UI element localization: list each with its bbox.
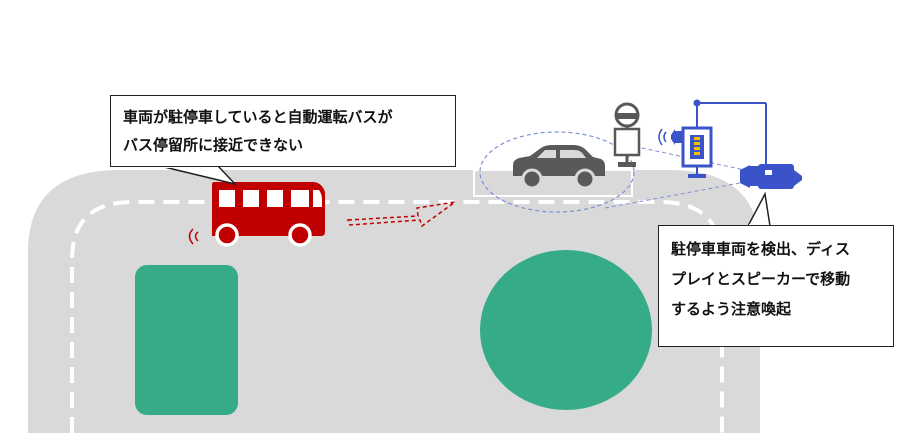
callout-right-line-2: プレイとスピーカーで移動 xyxy=(671,270,851,288)
callout-right-line-3: するよう注意喚起 xyxy=(671,300,792,318)
speaker-icon xyxy=(658,128,683,146)
callout-left: 車両が駐停車していると自動運転バスが バス停留所に接近できない xyxy=(110,95,456,167)
right-green-island xyxy=(480,250,652,410)
callout-right-line-1: 駐停車車両を検出、ディス xyxy=(671,240,850,258)
bus-stop-sign-icon xyxy=(613,102,641,167)
callout-left-line-1: 車両が駐停車していると自動運転バスが xyxy=(123,108,393,126)
car-icon xyxy=(513,145,605,190)
display-signal-icon xyxy=(681,126,713,178)
lane-dashed-line xyxy=(70,200,724,433)
callout-right: 駐停車車両を検出、ディス プレイとスピーカーで移動 するよう注意喚起 xyxy=(658,225,894,347)
left-green-island xyxy=(135,265,238,415)
callout-left-line-2: バス停留所に接近できない xyxy=(123,136,304,154)
bus-signal-wave-icon xyxy=(188,228,199,245)
camera-icon xyxy=(740,164,802,189)
equipment-joint xyxy=(693,99,701,107)
equipment-frame xyxy=(696,102,767,168)
bus-movement-arrow xyxy=(346,201,456,228)
camera-sightline-lower xyxy=(604,181,746,209)
detection-zone-ellipse xyxy=(479,131,635,213)
bus-icon xyxy=(212,182,325,247)
